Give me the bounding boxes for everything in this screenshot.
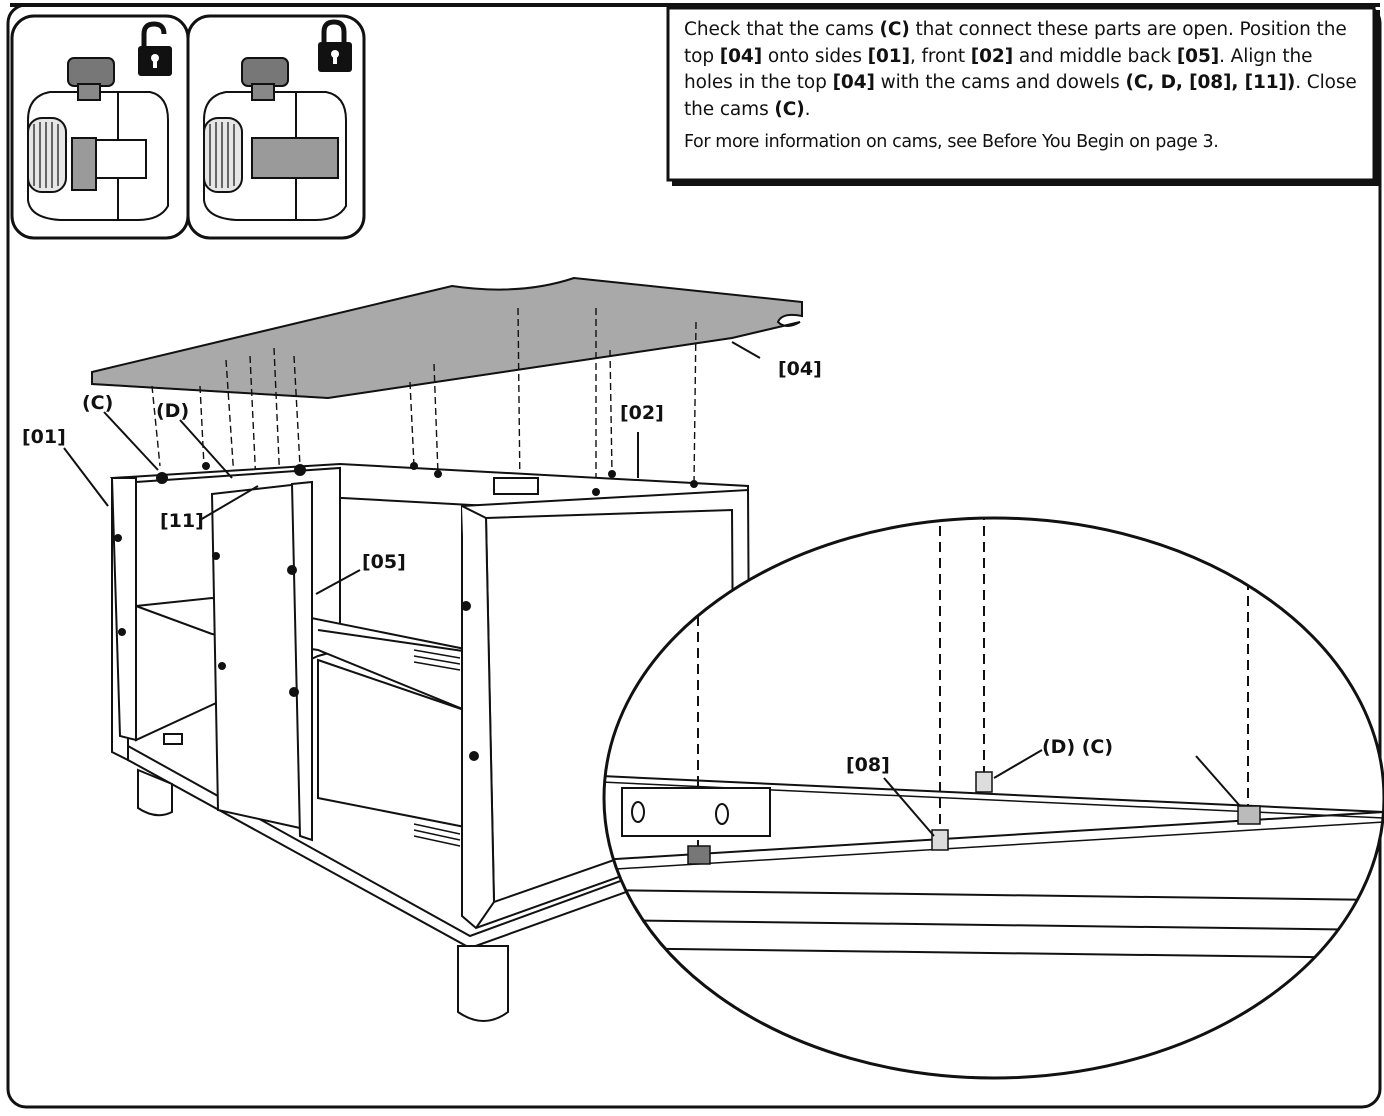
label-side-01: [01]	[22, 426, 66, 448]
label-front-02: [02]	[620, 402, 664, 424]
cam-open-inset	[10, 14, 190, 240]
top-panel-04	[91, 276, 803, 400]
instr-text-5: and middle back	[1013, 45, 1177, 67]
label-zoom-d-c: (D) (C)	[1042, 736, 1114, 758]
unlocked-padlock-icon	[138, 21, 172, 76]
label-dowel-11: [11]	[160, 510, 204, 532]
instruction-text: Check that the cams (C) that connect the…	[668, 8, 1374, 180]
label-dowel-d: (D)	[156, 400, 190, 422]
instr-text-9: .	[804, 98, 811, 120]
alignment-lines	[151, 307, 697, 493]
instr-ref-side: [01]	[867, 45, 910, 67]
label-cam-c: (C)	[82, 392, 114, 414]
zoom-detail	[602, 516, 1384, 1080]
instruction-box	[666, 6, 1380, 186]
instr-text-3: onto sides	[762, 45, 868, 67]
locked-padlock-icon	[318, 19, 352, 72]
instr-ref-middle-back: [05]	[1176, 45, 1220, 67]
label-top-04: [04]	[778, 358, 822, 380]
instruction-paragraph: Check that the cams (C) that connect the…	[684, 17, 1364, 123]
instr-ref-top-2: [04]	[832, 72, 875, 93]
instr-text-2: that connect these parts are open. Posit…	[684, 19, 1347, 67]
label-zoom-08: [08]	[846, 754, 890, 776]
instr-text-7: with the cams and dowels	[874, 72, 1126, 93]
instr-text-4: , front	[909, 45, 971, 67]
cam-closed-inset	[186, 14, 366, 240]
instr-ref-top: [04]	[719, 45, 763, 67]
label-middle-back-05: [05]	[362, 551, 406, 573]
page-frame	[6, 3, 1382, 1109]
instr-text-6: . Align the holes in the top	[684, 45, 1313, 94]
instruction-note: For more information on cams, see Before…	[684, 132, 1219, 152]
leader-lines	[63, 341, 761, 595]
instr-ref-front: [02]	[970, 45, 1014, 67]
instr-ref-cam: (C)	[879, 19, 910, 40]
instr-ref-hardware: (C, D, [08], [11])	[1125, 72, 1296, 93]
instr-text-1: Check that the cams	[684, 19, 880, 40]
instr-ref-cam-2: (C)	[774, 98, 805, 120]
instr-text-8: . Close the cams	[684, 72, 1357, 120]
